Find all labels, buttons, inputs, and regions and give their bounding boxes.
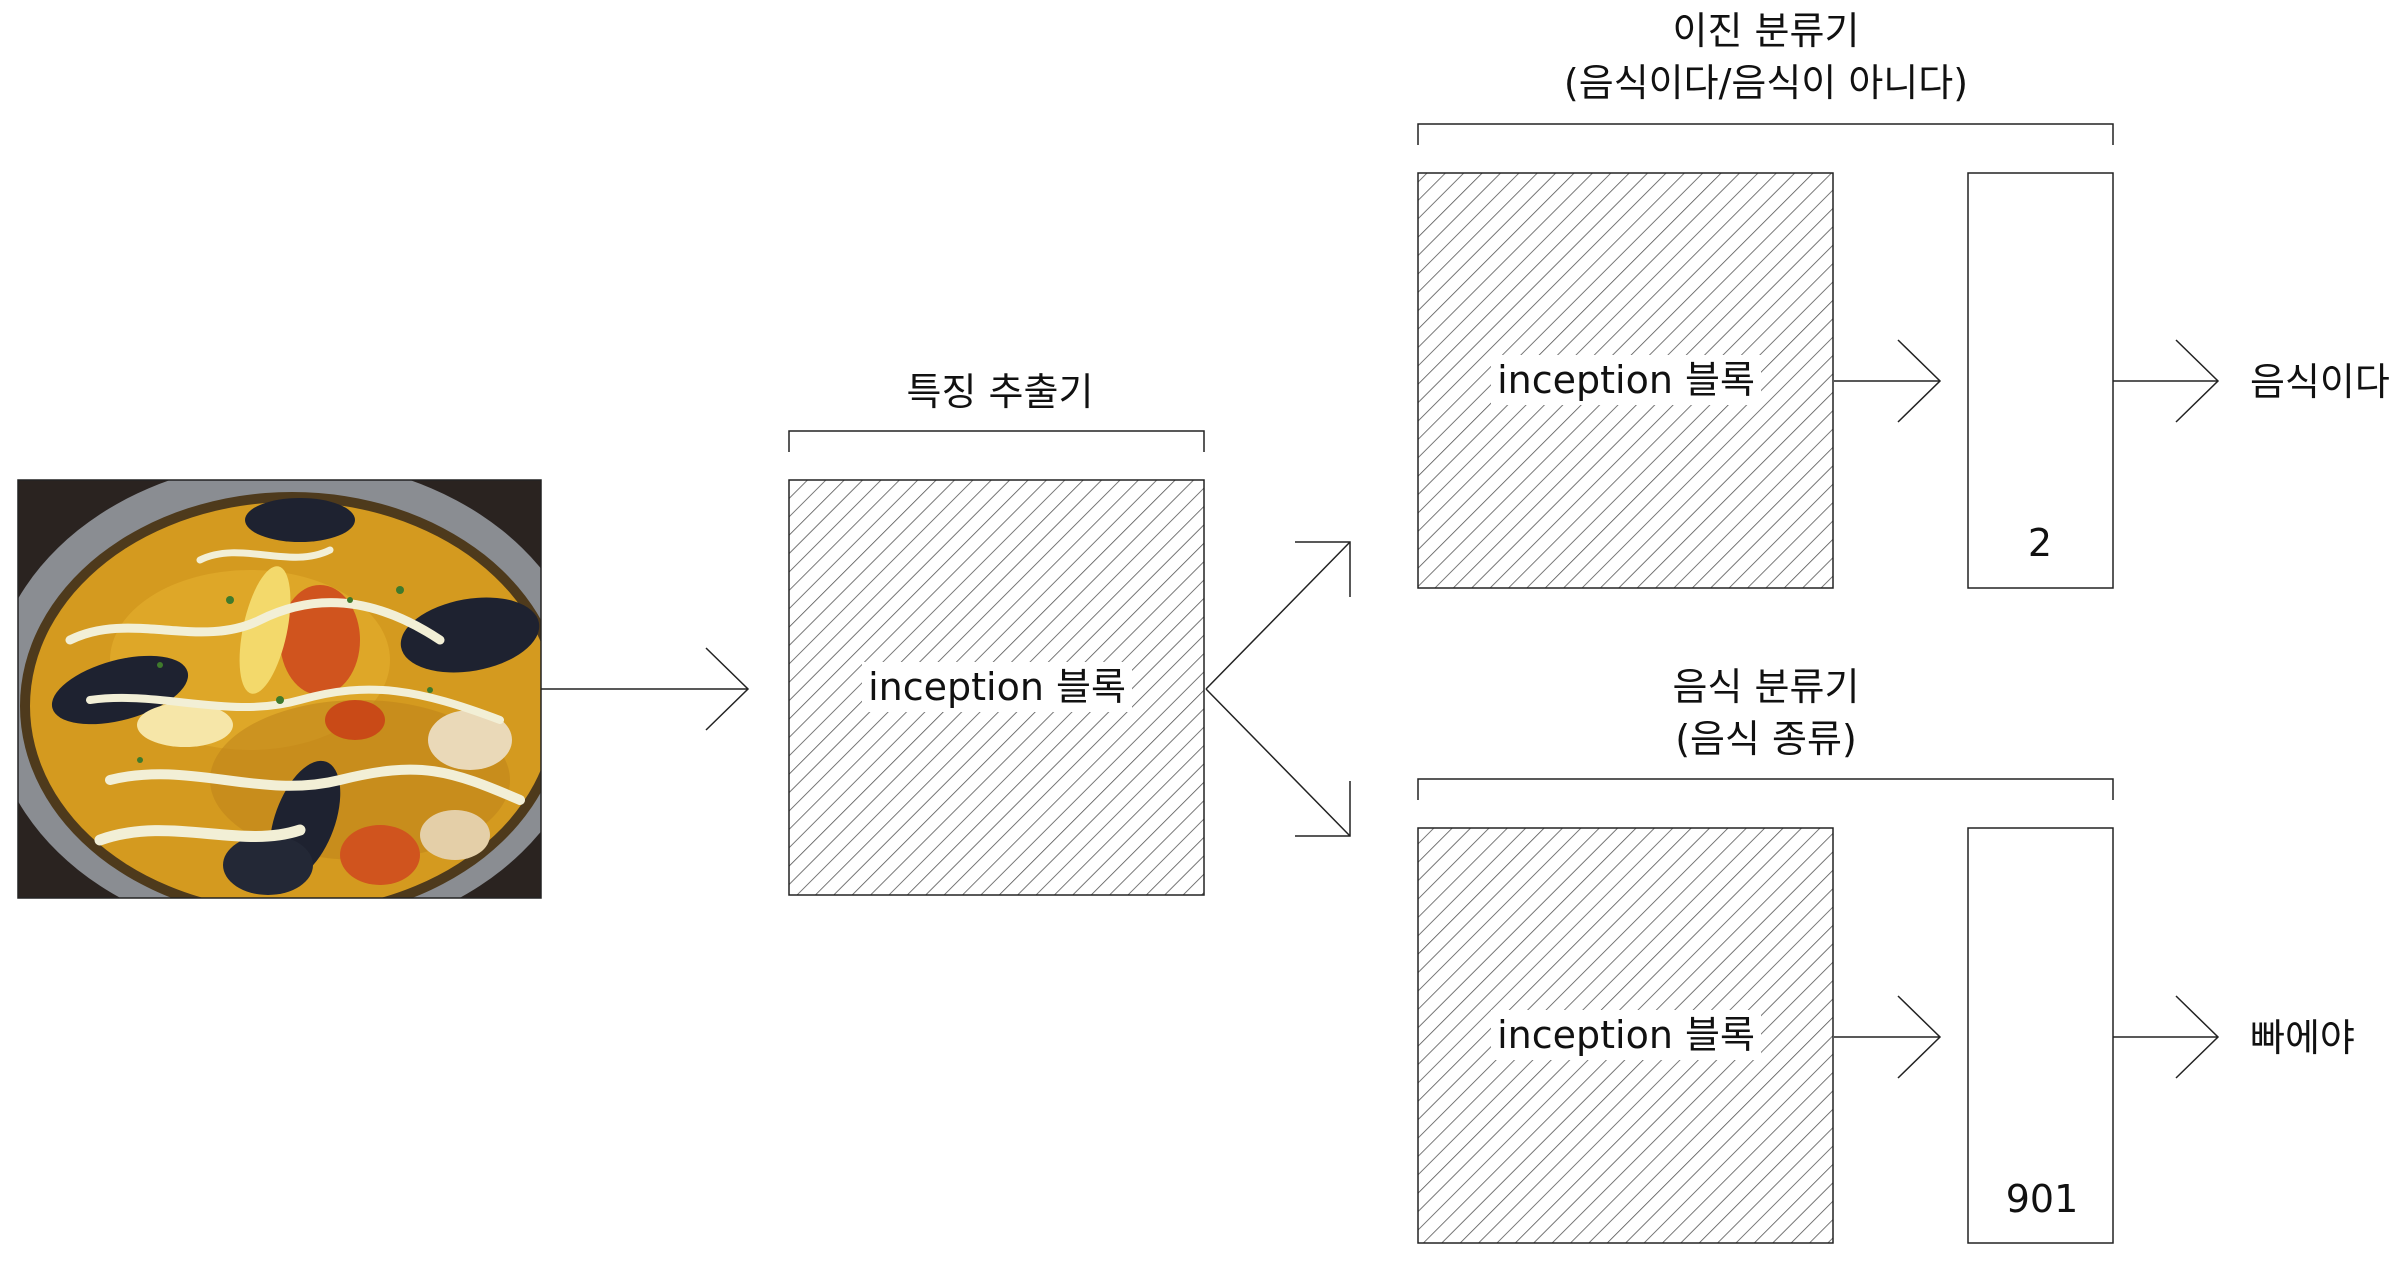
- arrow-binary-block-to-dense: [1834, 339, 1942, 423]
- food-classifier-subtitle: (음식 종류): [1675, 717, 1857, 761]
- arrow-binary-output: [2113, 339, 2220, 423]
- binary-classifier-title: 이진 분류기: [1673, 9, 1860, 53]
- binary-dense-layer: [1967, 172, 2114, 589]
- food-output-units: 901: [2006, 1177, 2079, 1221]
- binary-classifier-subtitle: (음식이다/음식이 아니다): [1564, 61, 1968, 105]
- arrow-food-block-to-dense: [1834, 995, 1942, 1079]
- food-classifier-block-label: inception 블록: [1497, 1013, 1755, 1057]
- arrow-branch-to-binary: [1205, 541, 1351, 690]
- food-result-label: 빠에야: [2250, 1016, 2355, 1060]
- binary-classifier-bracket: [1417, 123, 2114, 145]
- arrow-branch-to-food: [1205, 688, 1351, 837]
- arrow-input-to-extractor: [541, 647, 750, 731]
- arrow-food-output: [2113, 995, 2220, 1079]
- food-classifier-title: 음식 분류기: [1673, 665, 1860, 709]
- feature-extractor-title: 특징 추출기: [907, 370, 1094, 414]
- food-dense-layer: [1967, 827, 2114, 1244]
- binary-result-label: 음식이다: [2250, 360, 2390, 404]
- paella-photo: [18, 480, 541, 898]
- food-classifier-bracket: [1417, 778, 2114, 800]
- binary-output-units: 2: [2028, 521, 2052, 565]
- binary-classifier-block-label: inception 블록: [1497, 358, 1755, 402]
- feature-extractor-block-label: inception 블록: [868, 665, 1126, 709]
- feature-extractor-bracket: [788, 430, 1205, 452]
